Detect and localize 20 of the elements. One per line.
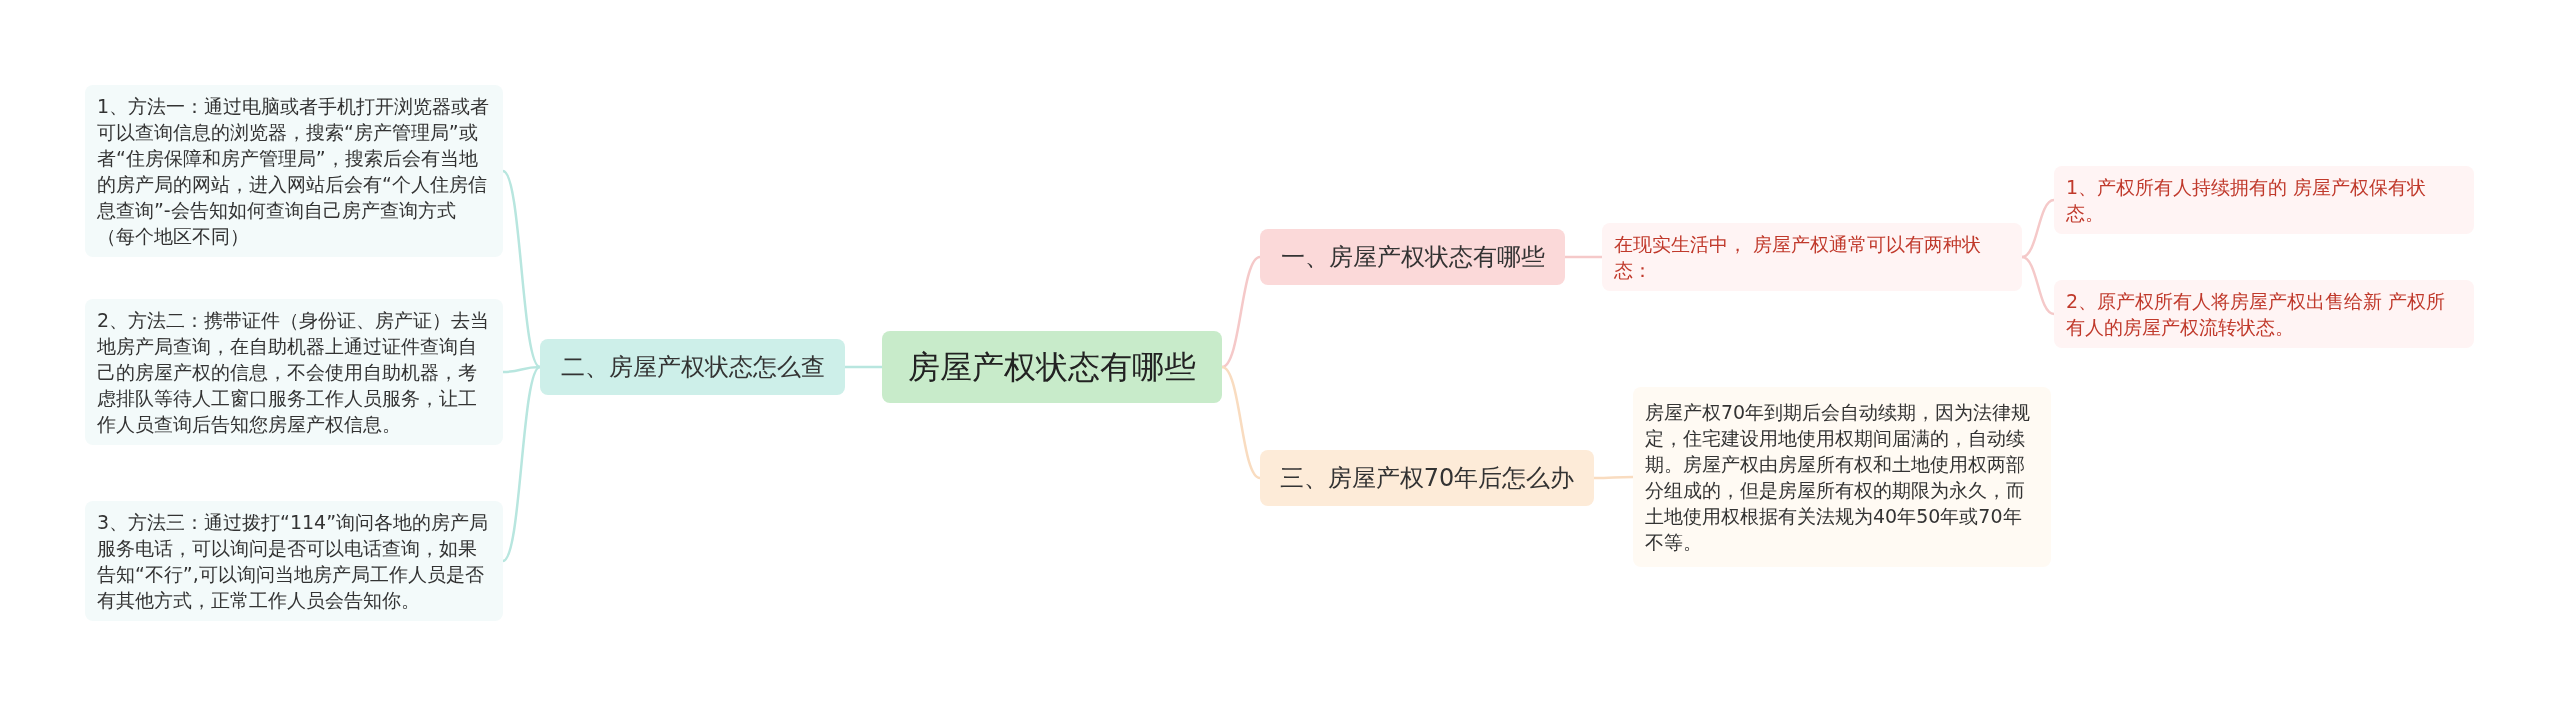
root-topic: 房屋产权状态有哪些 — [882, 331, 1222, 403]
connector-line — [1594, 475, 1633, 480]
connector-line — [1565, 255, 1602, 259]
branch-topic: 三、房屋产权70年后怎么办 — [1260, 450, 1594, 506]
connector-line — [502, 366, 541, 562]
leaf-card: 2、原产权所有人将房屋产权出售给新 产权所有人的房屋产权流转状态。 — [2054, 280, 2474, 348]
connector-line — [1221, 365, 1261, 480]
connector-line — [2021, 198, 2055, 259]
subtopic-card: 在现实生活中， 房屋产权通常可以有两种状态： — [1602, 223, 2022, 291]
branch-topic: 二、房屋产权状态怎么查 — [540, 339, 845, 395]
leaf-card: 房屋产权70年到期后会自动续期，因为法律规定，住宅建设用地使用权期间届满的，自动续期。房屋产权由房屋所有权和土地使用权两部分组成的，但是房屋所有权的期限为永久，而土地使用权根据有关法规为40年50年或70年不等。 — [1633, 387, 2051, 567]
connector-line — [845, 365, 882, 369]
connector-line — [2021, 255, 2055, 316]
leaf-card: 2、方法二：携带证件（身份证、房产证）去当地房产局查询，在自助机器上通过证件查询自己的房屋产权的信息，不会使用自助机器，考虑排队等待人工窗口服务工作人员服务，让工作人员查询后告知您房屋产权信息。 — [85, 299, 503, 445]
connector-line — [502, 170, 541, 368]
leaf-card: 1、方法一：通过电脑或者手机打开浏览器或者可以查询信息的浏览器，搜索“房产管理局”或者“住房保障和房产管理局”，搜索后会有当地的房产局的网站，进入网站后会有“个人住房信息查询”-会告知如何查询自己房产查询方式（每个地区不同） — [85, 85, 503, 257]
branch-topic: 一、房屋产权状态有哪些 — [1260, 229, 1565, 285]
leaf-card: 3、方法三：通过拨打“114”询问各地的房产局服务电话，可以询问是否可以电话查询，如果告知“不行”,可以询问当地房产局工作人员是否有其他方式，正常工作人员会告知你。 — [85, 501, 503, 621]
leaf-card: 1、产权所有人持续拥有的 房屋产权保有状态。 — [2054, 166, 2474, 234]
connector-line — [1221, 255, 1261, 369]
